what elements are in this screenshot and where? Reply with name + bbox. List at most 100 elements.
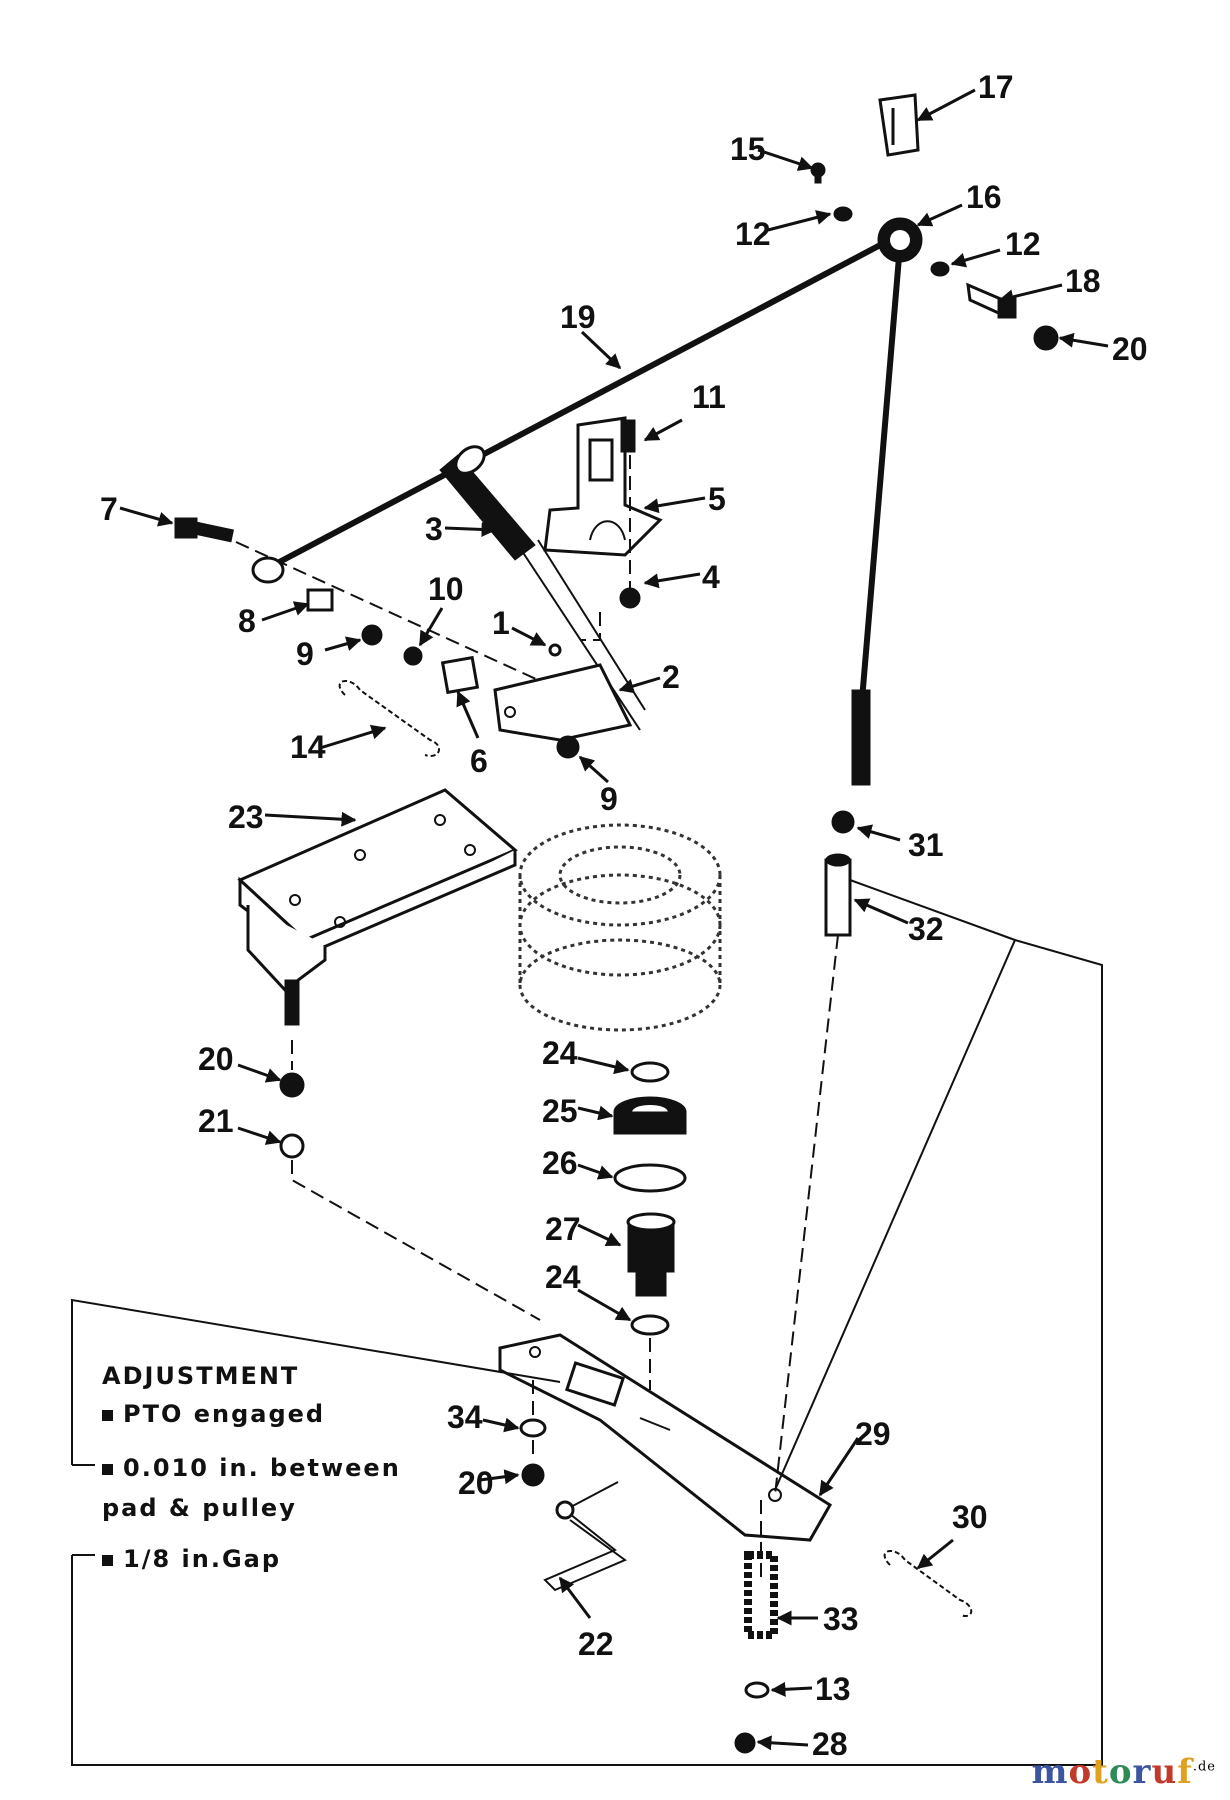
callout-29: 29 [855, 1416, 891, 1452]
handle-grip-3-top [454, 445, 486, 475]
spring-33 [744, 1551, 778, 1639]
adjustment-bracket-top [71, 1298, 561, 1465]
callout-13: 13 [815, 1671, 851, 1707]
nut-20-top [1033, 325, 1059, 351]
callout-19: 17 [978, 69, 1014, 105]
callout-23: 23 [228, 799, 264, 835]
snap-ring-24-lower [630, 1314, 670, 1336]
callout-2: 2 [662, 659, 680, 695]
washer-12-right [930, 261, 950, 277]
cable-threaded-end [851, 689, 871, 786]
callout-20-lower: 20 [458, 1465, 494, 1501]
adjustment-line-4: 1/8 in.Gap [102, 1545, 281, 1573]
callout-28: 28 [812, 1726, 848, 1762]
callout-21: 21 [198, 1103, 234, 1139]
retaining-ring-26 [613, 1163, 687, 1193]
adjustment-bracket-mid [849, 879, 1016, 941]
adjustment-line-3: pad & pulley [102, 1494, 297, 1522]
callout-12-right: 12 [1005, 226, 1041, 262]
callout-14: 14 [290, 729, 326, 765]
callout-25: 25 [542, 1093, 578, 1129]
phantom-pulley [518, 823, 722, 1032]
nut-4 [619, 587, 641, 609]
callout-3: 3 [425, 511, 443, 547]
adjustment-line-1: PTO engaged [102, 1400, 325, 1428]
cotter-pin-17 [810, 162, 826, 184]
nut-20-plate [279, 1072, 305, 1098]
callout-7: 8 [238, 603, 256, 639]
callout-34: 34 [447, 1399, 483, 1435]
nut-20-lower [521, 1463, 545, 1487]
bullet-icon [102, 1554, 113, 1566]
pulley-18 [877, 217, 923, 263]
washer-10 [403, 646, 423, 666]
screw-28 [734, 1732, 756, 1754]
brake-arm-29 [498, 1333, 833, 1542]
callout-16: 18 [1065, 263, 1101, 299]
washer-34 [519, 1418, 547, 1438]
cable-15 [266, 229, 907, 701]
watermark-tld: .de [1192, 1759, 1216, 1775]
spring-30 [883, 1550, 973, 1617]
adjustment-text-2: 0.010 in. between [123, 1454, 401, 1482]
bullet-icon [102, 1463, 113, 1475]
callout-4: 4 [702, 559, 720, 595]
callout-8: 7 [100, 491, 118, 527]
clip-6 [440, 655, 480, 695]
callout-33: 33 [823, 1601, 859, 1637]
callout-12-left: 12 [735, 216, 771, 252]
rod-22 [543, 1481, 628, 1592]
callout-20-plate: 20 [198, 1041, 234, 1077]
bracket-19 [878, 93, 920, 157]
bolt-11 [620, 419, 636, 453]
sleeve-32 [824, 858, 852, 937]
callout-32: 32 [908, 911, 944, 947]
callout-24-lower: 24 [545, 1259, 581, 1295]
adjustment-bracket-bottom [71, 938, 1103, 1766]
shaft-27 [626, 1212, 676, 1297]
callout-9-lower: 9 [600, 781, 618, 817]
nut-9-lower [556, 735, 580, 759]
callout-1: 1 [492, 605, 510, 641]
mounting-plate-23 [237, 788, 518, 1026]
callout-26: 26 [542, 1145, 578, 1181]
lever-bracket-2 [493, 663, 633, 742]
callout-labels: 17 15 16 12 12 18 20 19 11 5 7 3 4 8 10 … [100, 69, 1148, 1762]
spring-14 [338, 680, 440, 757]
bullet-icon [102, 1409, 113, 1421]
snap-ring-24-upper [630, 1061, 670, 1083]
callout-17: 15 [730, 131, 766, 167]
adjustment-text-4: 1/8 in.Gap [123, 1545, 282, 1573]
watermark-logo: motoruf.de [1031, 1752, 1216, 1792]
bolt-8 [174, 517, 235, 543]
nut-9-upper [361, 624, 383, 646]
pin-1 [548, 643, 562, 657]
callout-9-upper: 9 [296, 636, 314, 672]
callout-6: 6 [470, 743, 488, 779]
adjustment-text-1: PTO engaged [123, 1400, 326, 1428]
washer-13 [744, 1681, 770, 1699]
spacer-7 [306, 588, 334, 612]
bearing-25 [613, 1096, 687, 1135]
callout-30: 30 [952, 1499, 988, 1535]
callout-27: 27 [545, 1211, 581, 1247]
cable-end-7 [251, 556, 285, 584]
nut-21 [279, 1133, 305, 1159]
callout-18: 16 [966, 179, 1002, 215]
watermark-text: motoruf [1031, 1752, 1193, 1792]
callout-24-upper: 24 [542, 1035, 578, 1071]
callout-10: 10 [428, 571, 464, 607]
adjustment-line-2: 0.010 in. between [102, 1454, 401, 1482]
centerline-bolt-8 [235, 541, 561, 691]
callout-5: 5 [708, 481, 726, 517]
callout-31: 31 [908, 827, 944, 863]
handle-grip-3 [439, 454, 536, 561]
callout-11: 11 [692, 379, 726, 415]
washer-12-left [833, 206, 853, 222]
nut-31 [831, 810, 855, 834]
adjustment-title: ADJUSTMENT [102, 1362, 300, 1390]
callout-22: 22 [578, 1626, 614, 1662]
callout-15: 19 [560, 299, 596, 335]
callout-20-top: 20 [1112, 331, 1148, 367]
